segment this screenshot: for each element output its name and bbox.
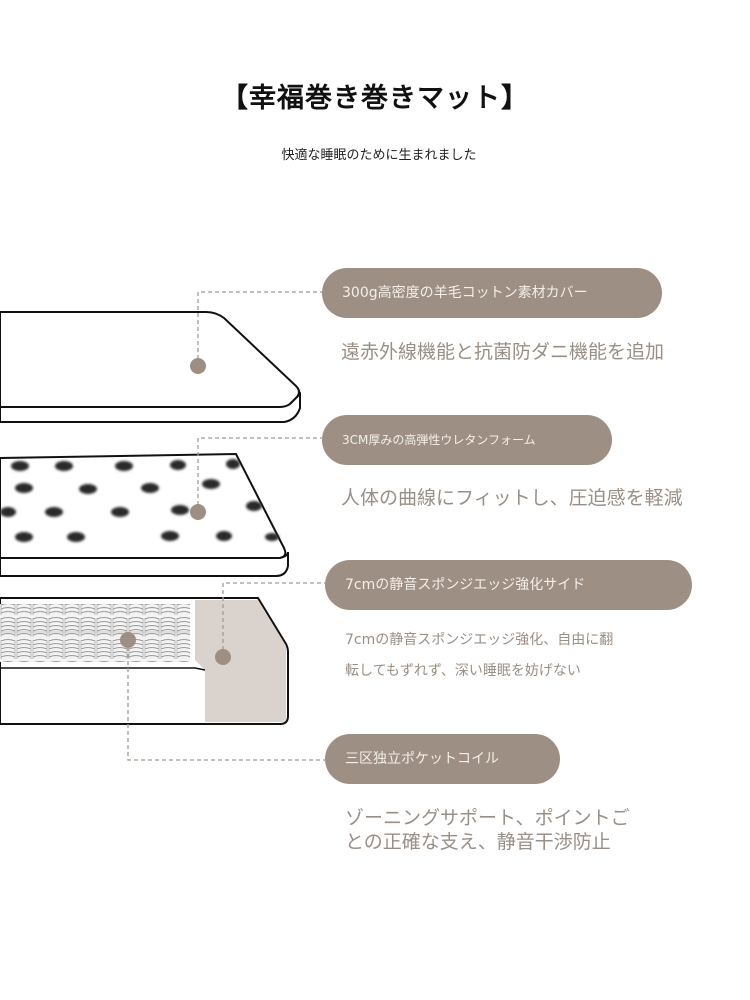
page-title: 【幸福巻き巻きマット】 (221, 83, 529, 114)
layer-description-coil-line1: ゾーニングサポート、ポイントご (345, 807, 630, 829)
layer-label-foam: 3CM厚みの高弾性ウレタンフォーム (322, 415, 612, 465)
layer-description-coil-line2: との正確な支え、静音干渉防止 (345, 831, 611, 853)
layer-label-edge: 7cmの静音スポンジエッジ強化サイド (325, 560, 692, 610)
cover-layer (0, 311, 301, 423)
marker-dot-coil (120, 632, 136, 648)
layer-description-edge-line2: 転してもずれず、深い睡眠を妨げない (345, 663, 581, 679)
page-subtitle: 快適な睡眠のために生まれました (281, 148, 477, 163)
marker-dot-foam (190, 504, 206, 520)
marker-dots (120, 358, 231, 665)
layer-description-cover: 遠赤外線機能と抗菌防ダニ機能を追加 (341, 341, 665, 363)
marker-dot-cover (190, 358, 206, 374)
foam-layer (0, 452, 289, 577)
layer-label-coil: 三区独立ポケットコイル (325, 734, 560, 784)
layer-label-cover: 300g高密度の羊毛コットン素材カバー (322, 268, 662, 318)
spring-layer (0, 597, 289, 725)
layer-description-edge-line1: 7cmの静音スポンジエッジ強化、自由に翻 (345, 632, 614, 648)
leader-lines (127, 291, 325, 761)
marker-dot-edge (215, 649, 231, 665)
layer-description-foam: 人体の曲線にフィットし、圧迫感を軽減 (341, 487, 683, 509)
